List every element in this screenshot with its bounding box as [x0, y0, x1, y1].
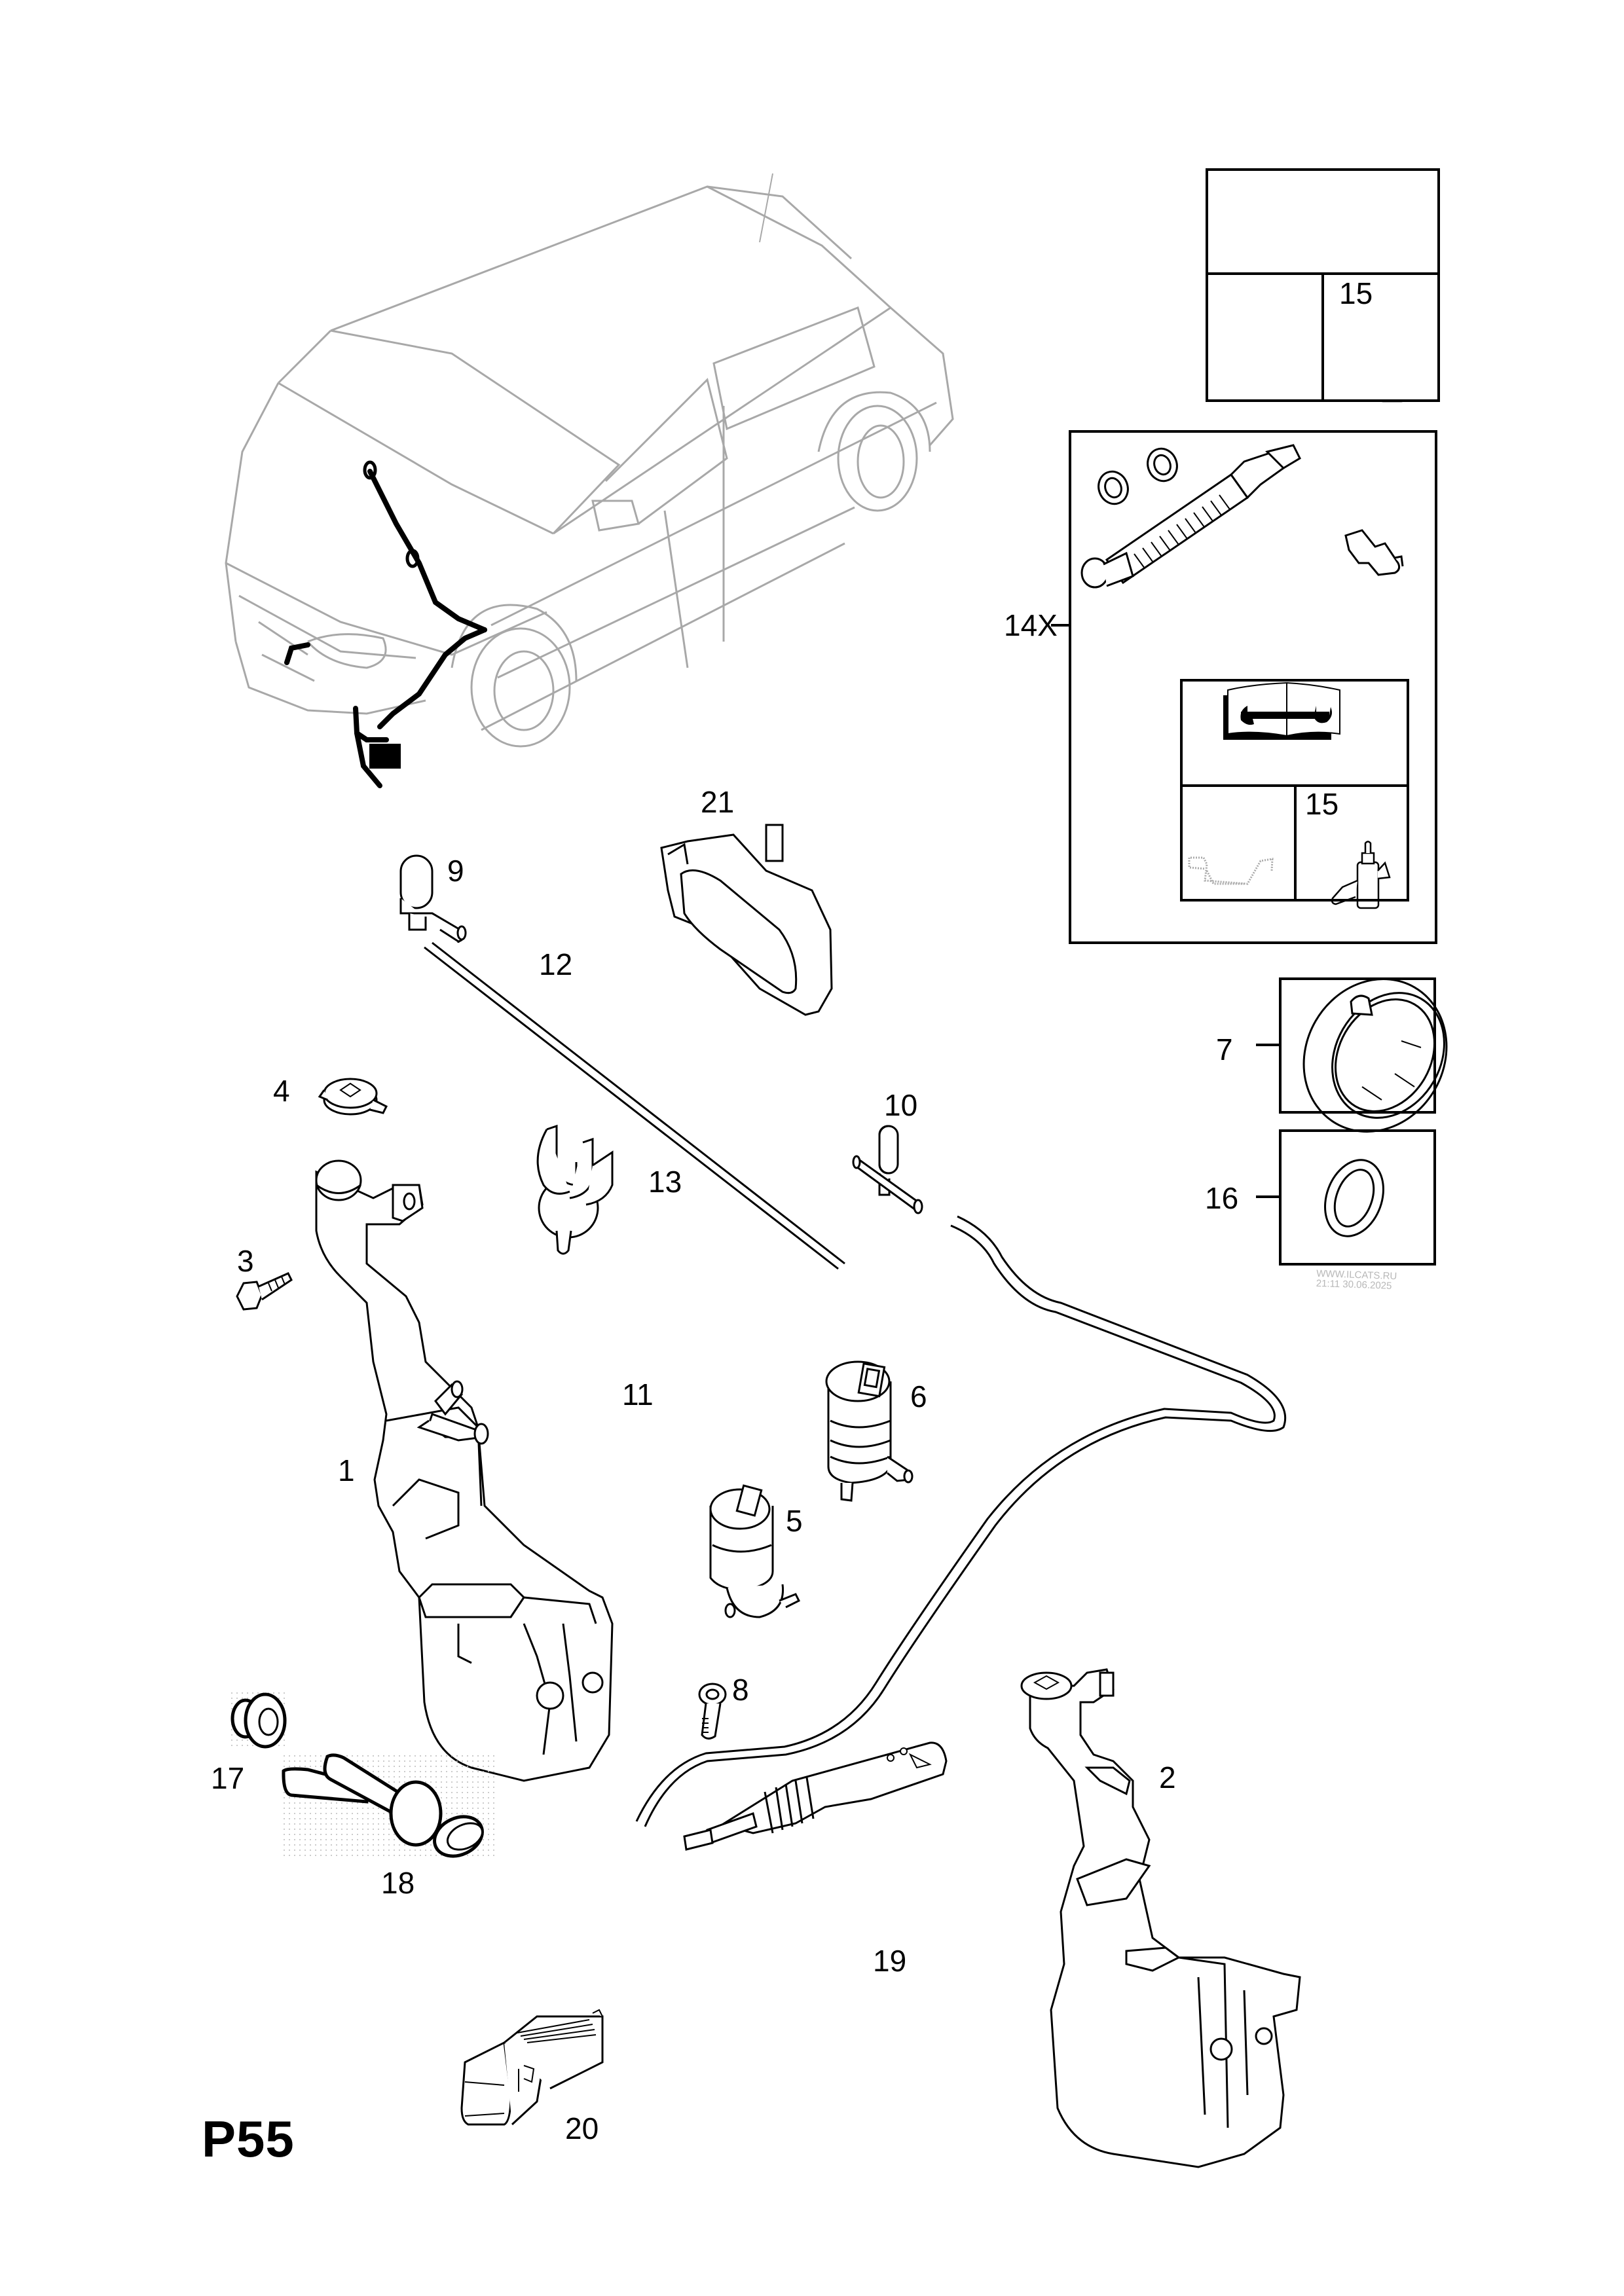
page-code: P55: [202, 2110, 295, 2168]
part-1-washer-reservoir: [315, 1159, 614, 1782]
callout-21: 21: [701, 785, 735, 819]
callout-12: 12: [539, 947, 573, 981]
part-20-wiper-switch: [460, 2009, 604, 2126]
part-2-washer-reservoir: [1020, 1668, 1301, 2168]
watermark: WWW.ILCATS.RU 21:11 30.06.2025: [1316, 1268, 1397, 1292]
part-18-level-sensor: [280, 1751, 496, 1859]
part-8-bolt: [698, 1683, 727, 1740]
callout-18: 18: [381, 1866, 415, 1900]
callout-7: 7: [1216, 1032, 1233, 1066]
callout-2: 2: [1159, 1760, 1176, 1795]
callout-15-top: 15: [1339, 276, 1373, 310]
callout-6: 6: [910, 1379, 927, 1413]
part-9-washer-jet: [399, 854, 467, 943]
callout-13: 13: [648, 1165, 682, 1199]
oil-can-icon-kit: [1188, 856, 1274, 885]
callout-16: 16: [1205, 1181, 1239, 1215]
callout-17: 17: [211, 1761, 245, 1795]
leader-14x: [1051, 624, 1071, 627]
kit-14x-art: [1080, 444, 1404, 909]
watermark-timestamp: 21:11 30.06.2025: [1316, 1277, 1392, 1292]
part-13-hose-clip: [536, 1124, 614, 1255]
kit-14x-box: [1069, 430, 1437, 944]
callout-1: 1: [338, 1453, 355, 1487]
callout-11: 11: [622, 1377, 654, 1412]
callout-10: 10: [884, 1088, 918, 1122]
box-divider: [1321, 272, 1324, 402]
part-4-filler-cap: [318, 1078, 388, 1116]
repair-manual-wrench-icon-kit: [1223, 682, 1340, 740]
callout-15-kit: 15: [1305, 787, 1339, 821]
sealing-rings-icon: [1098, 447, 1178, 505]
sealant-bottle-icon-kit: [1331, 841, 1391, 909]
box-divider: [1294, 784, 1297, 902]
part-16-sealing-ring: [1324, 1159, 1384, 1237]
car-hose-routing: [284, 460, 487, 788]
leader-7: [1256, 1044, 1279, 1046]
part-6-washer-pump: [825, 1360, 913, 1502]
callout-8: 8: [732, 1673, 749, 1707]
corrugated-filler-neck-icon: [1080, 444, 1301, 589]
part-11-elbow-connector: [416, 1380, 489, 1445]
part-12-long-hose: [635, 1215, 1287, 1827]
callout-4: 4: [273, 1074, 290, 1108]
callout-9: 9: [447, 854, 464, 888]
callout-19: 19: [873, 1944, 907, 1978]
car-overview-illustration: [225, 173, 954, 748]
part-12-washer-hose: [424, 941, 845, 1270]
part-16-box: [1279, 1129, 1436, 1266]
part-19-wiper-switch: [683, 1741, 948, 1851]
callout-14x: 14X: [1004, 608, 1058, 642]
part-21-rain-sensor: [660, 824, 833, 1016]
part-5-washer-pump: [709, 1484, 801, 1618]
part-10-washer-jet-t-piece: [852, 1125, 923, 1214]
callout-20: 20: [565, 2111, 599, 2145]
retaining-clip-icon: [1344, 529, 1404, 576]
part-17-grommet: [228, 1690, 287, 1749]
callout-3: 3: [237, 1244, 254, 1278]
leader-16: [1256, 1195, 1279, 1198]
part-7-box: [1279, 977, 1436, 1114]
callout-5: 5: [786, 1504, 803, 1538]
part-3-screw: [236, 1272, 293, 1311]
